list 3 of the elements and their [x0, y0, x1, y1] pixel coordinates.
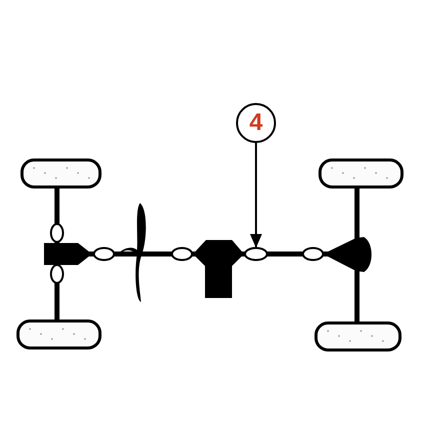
universal-joint — [244, 247, 268, 261]
callout-number: 4 — [236, 103, 276, 143]
leader-arrow — [250, 143, 262, 248]
